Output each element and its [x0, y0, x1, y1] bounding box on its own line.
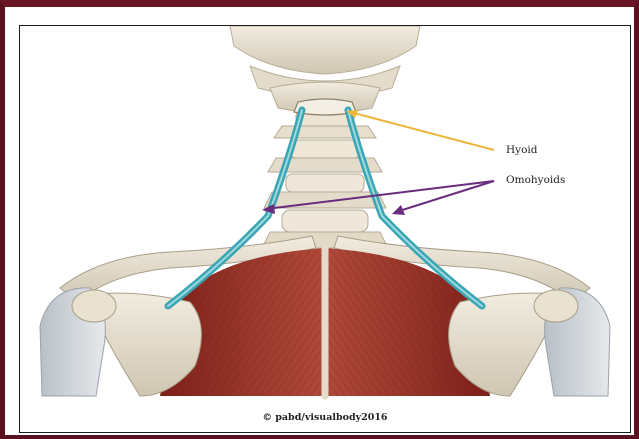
- copyright-credit: © pabd/visualbody2016: [20, 412, 630, 423]
- anatomy-panel: Hyoid Omohyoids © pabd/visualbody2016: [19, 25, 631, 433]
- hyoid-label: Hyoid: [506, 144, 538, 156]
- omohyoids-label: Omohyoids: [506, 174, 565, 186]
- neck-anatomy-illustration: [20, 26, 630, 432]
